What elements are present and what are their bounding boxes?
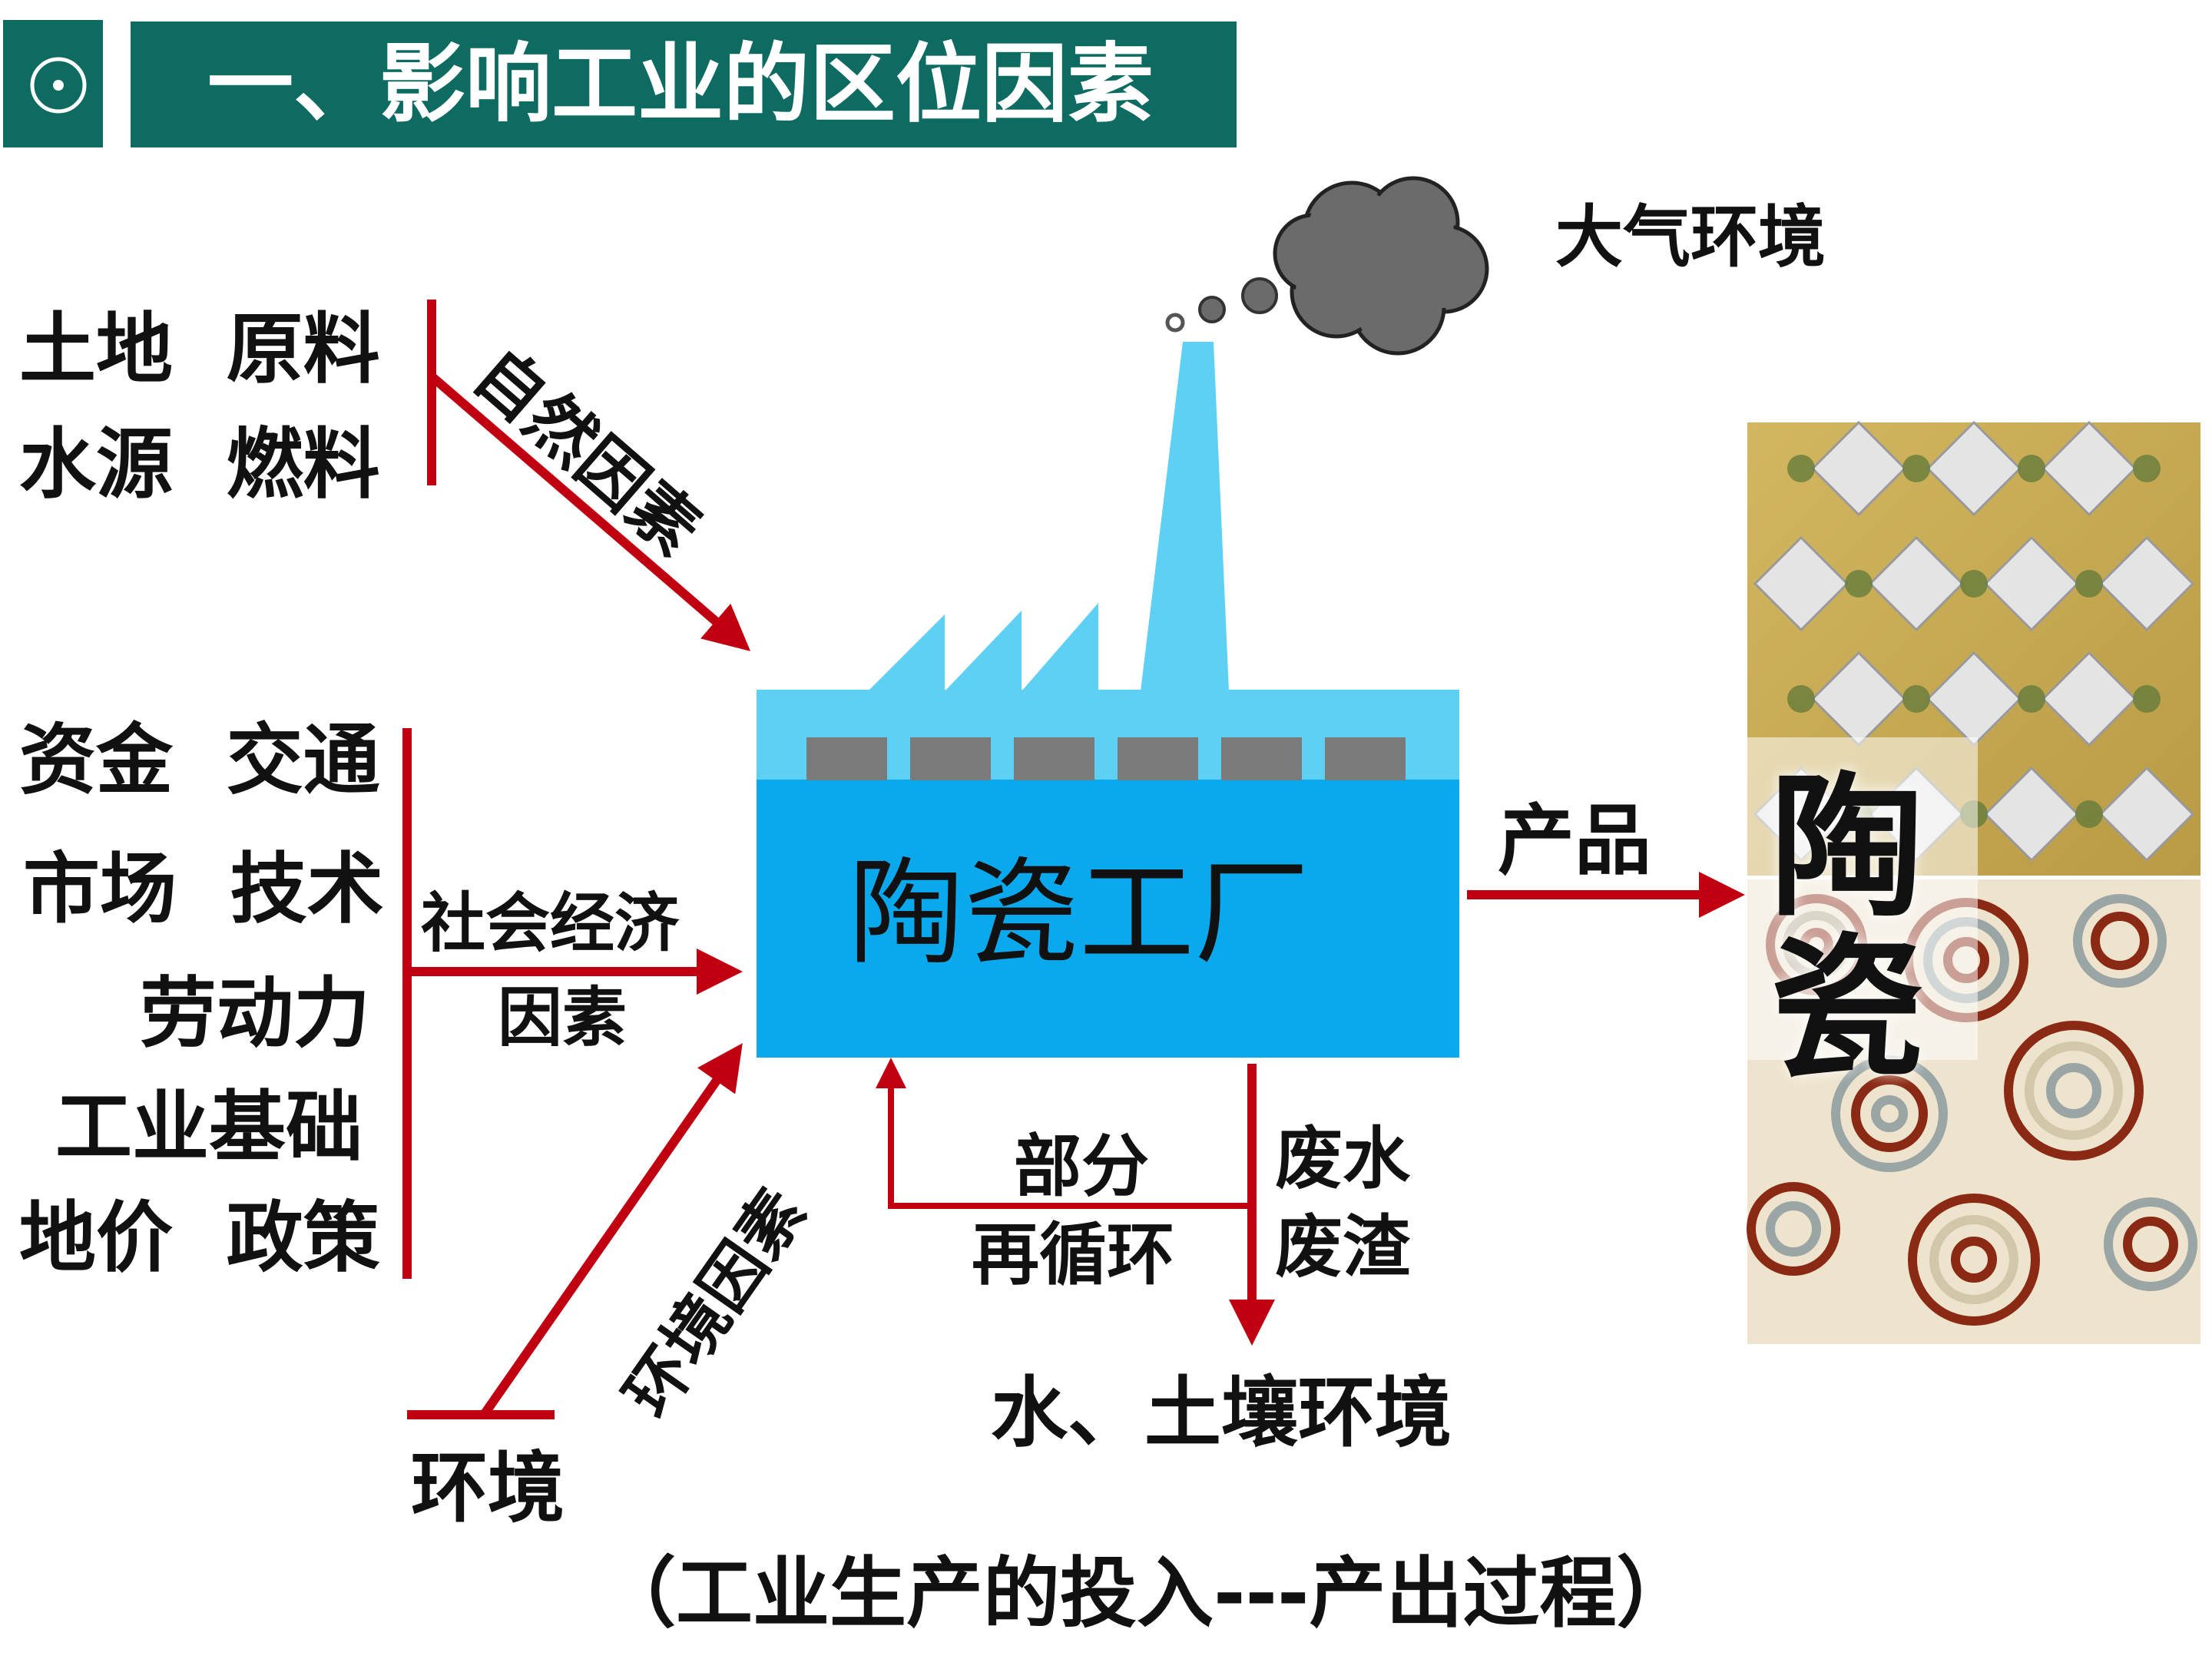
ceramic-product-label: 陶瓷 [1770, 759, 1925, 1099]
natural-factors-arrow [427, 300, 751, 651]
environment-source-label: 环境 [411, 1443, 565, 1533]
recycle-label-line2: 再循环 [972, 1215, 1175, 1294]
factory-label: 陶瓷工厂 [849, 847, 1310, 981]
factory-building [757, 342, 1459, 1058]
header-title-bar: 一、影响工业的区位因素 [131, 22, 1237, 147]
atmosphere-label: 大气环境 [1555, 197, 1826, 276]
header-icon-box [3, 20, 103, 147]
product-arrow-label: 产品 [1498, 796, 1651, 886]
natural-factors-row1: 土地 原料 [19, 304, 380, 394]
target-icon [30, 57, 87, 114]
social-factors-arrow [402, 728, 743, 1279]
water-soil-environment-label: 水、土壤环境 [991, 1368, 1452, 1458]
factory-windows [806, 737, 1406, 780]
environment-arrow [407, 1043, 743, 1419]
social-arrow-label-line2: 因素 [498, 980, 628, 1055]
waste-label-line2: 废渣 [1275, 1207, 1411, 1286]
social-factors-row4: 工业基础 [55, 1082, 363, 1172]
social-factors-row5: 地价 政策 [19, 1193, 380, 1283]
smoke-cloud [1165, 176, 1489, 356]
social-factors-row1: 资金 交通 [19, 715, 380, 805]
social-arrow-label-line1: 社会经济 [421, 886, 680, 961]
waste-arrows [876, 1058, 1275, 1346]
social-factors-row3: 劳动力 [140, 969, 370, 1058]
diagram-caption: （工业生产的投入---产出过程） [599, 1548, 1694, 1638]
waste-label-line1: 废水 [1275, 1119, 1411, 1198]
natural-factors-row2: 水源 燃料 [19, 419, 380, 509]
page-title: 一、影响工业的区位因素 [207, 35, 1154, 134]
ceramic-tile-image [1747, 420, 2200, 1344]
social-factors-row2: 市场 技术 [23, 844, 384, 934]
recycle-label-line1: 部分 [1014, 1127, 1150, 1206]
